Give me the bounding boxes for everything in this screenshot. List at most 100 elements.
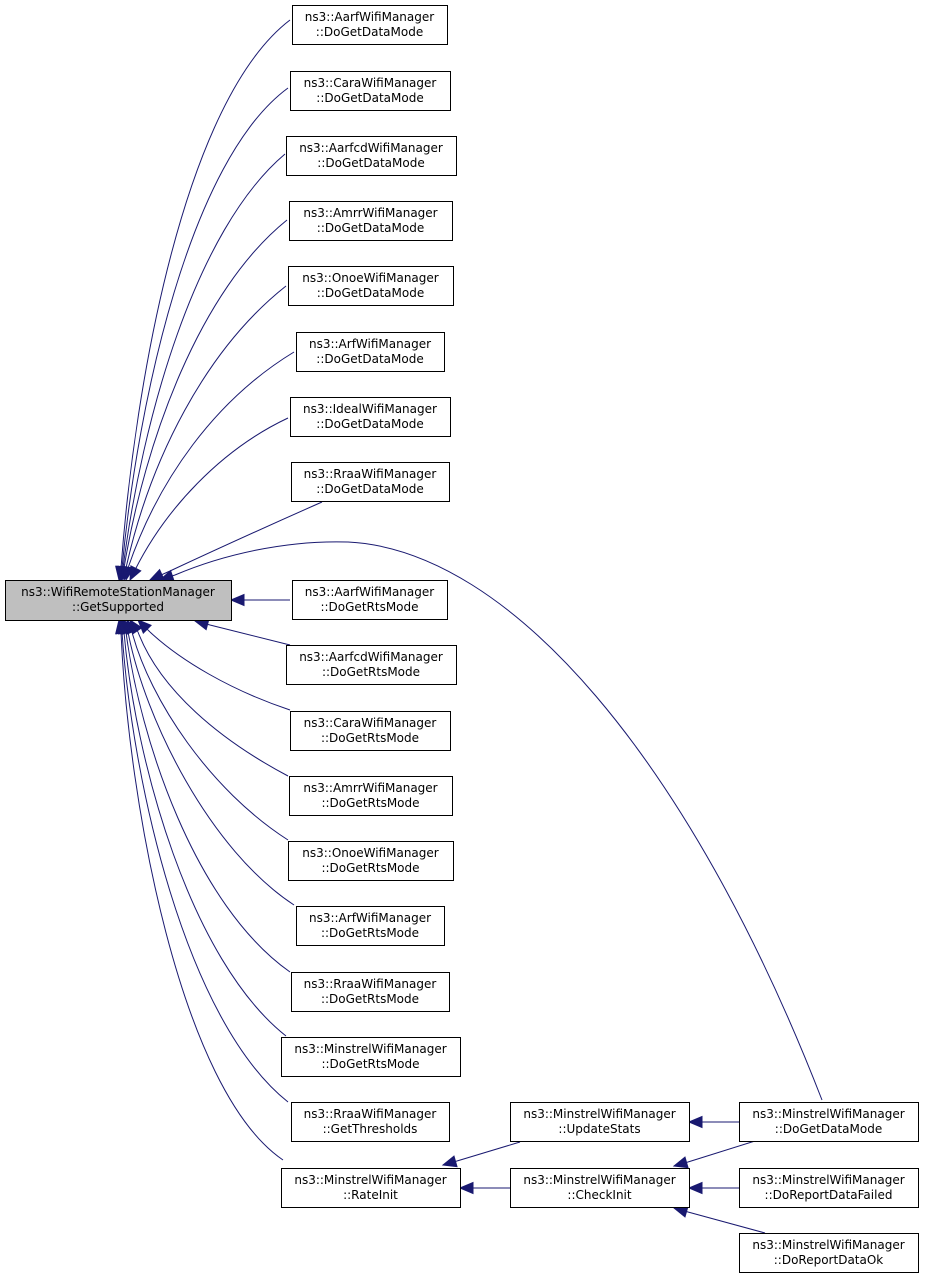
- node-method-label: ::DoGetRtsMode: [321, 861, 419, 875]
- node-class-label: ns3::WifiRemoteStationManager: [21, 585, 215, 599]
- node-rraa-thr[interactable]: ns3::RraaWifiManager::GetThresholds: [291, 1102, 450, 1142]
- edge-aarfcd_rts-to-root: [209, 624, 291, 646]
- node-box: [289, 201, 453, 241]
- node-method-label: ::DoGetDataMode: [316, 482, 423, 496]
- node-method-label: ::DoGetRtsMode: [321, 1057, 419, 1071]
- node-class-label: ns3::ArfWifiManager: [309, 911, 431, 925]
- edge-minstrel_data-to-minstrel_check: [687, 1140, 756, 1163]
- node-minstrel-rateinit[interactable]: ns3::MinstrelWifiManager::RateInit: [281, 1168, 461, 1208]
- node-class-label: ns3::MinstrelWifiManager: [523, 1107, 675, 1121]
- node-method-label: ::DoGetDataMode: [317, 286, 424, 300]
- edge-rraa_rts-to-root: [125, 631, 291, 973]
- node-method-label: ::DoReportDataFailed: [765, 1188, 893, 1202]
- edge-minstrel_ok-to-minstrel_check: [687, 1211, 766, 1234]
- arrowhead-ideal_data-to-root: [129, 565, 142, 582]
- node-class-label: ns3::AarfWifiManager: [305, 10, 434, 24]
- edge-aarf_data-to-root: [120, 19, 291, 569]
- node-method-label: ::DoGetRtsMode: [322, 665, 420, 679]
- node-method-label: ::DoGetDataMode: [317, 221, 424, 235]
- node-minstrel-update[interactable]: ns3::MinstrelWifiManager::UpdateStats: [510, 1102, 690, 1142]
- node-aarfcd-rts[interactable]: ns3::AarfcdWifiManager::DoGetRtsMode: [286, 645, 457, 685]
- edge-amrr_data-to-root: [123, 219, 288, 569]
- node-box: [286, 645, 457, 685]
- node-box: [5, 580, 232, 621]
- node-class-label: ns3::IdealWifiManager: [303, 402, 437, 416]
- node-class-label: ns3::OnoeWifiManager: [302, 271, 439, 285]
- node-aarfcd-data[interactable]: ns3::AarfcdWifiManager::DoGetDataMode: [286, 136, 457, 176]
- node-minstrel-check[interactable]: ns3::MinstrelWifiManager::CheckInit: [510, 1168, 690, 1208]
- node-box: [290, 397, 451, 437]
- edge-tail-minstrel_data-to-root: [159, 574, 176, 581]
- node-box: [281, 1168, 461, 1208]
- node-aarf-data[interactable]: ns3::AarfWifiManager::DoGetDataMode: [292, 5, 448, 45]
- node-minstrel-failed[interactable]: ns3::MinstrelWifiManager::DoReportDataFa…: [739, 1168, 919, 1208]
- edge-tail-minstrel_data-to-minstrel_check: [673, 1161, 689, 1167]
- node-box: [288, 266, 454, 306]
- node-cara-rts[interactable]: ns3::CaraWifiManager::DoGetRtsMode: [290, 711, 451, 751]
- node-onoe-rts[interactable]: ns3::OnoeWifiManager::DoGetRtsMode: [288, 841, 454, 881]
- node-box: [286, 136, 457, 176]
- node-method-label: ::DoGetDataMode: [775, 1122, 882, 1136]
- nodes-layer: ns3::WifiRemoteStationManager::GetSuppor…: [5, 5, 919, 1273]
- node-method-label: ::DoGetDataMode: [317, 156, 424, 170]
- node-minstrel-rts[interactable]: ns3::MinstrelWifiManager::DoGetRtsMode: [281, 1037, 461, 1077]
- node-box: [292, 580, 448, 620]
- node-aarf-rts[interactable]: ns3::AarfWifiManager::DoGetRtsMode: [292, 580, 448, 620]
- edge-tail-minstrel_ok-to-minstrel_check: [673, 1207, 689, 1213]
- node-class-label: ns3::AarfcdWifiManager: [299, 650, 443, 664]
- node-minstrel-data[interactable]: ns3::MinstrelWifiManager::DoGetDataMode: [739, 1102, 919, 1142]
- node-box: [739, 1102, 919, 1142]
- node-box: [739, 1233, 919, 1273]
- edge-ideal_data-to-root: [134, 417, 289, 571]
- edge-onoe_rts-to-root: [131, 631, 289, 841]
- node-method-label: ::DoGetRtsMode: [321, 796, 419, 810]
- edge-cara_rts-to-root: [149, 631, 291, 711]
- node-class-label: ns3::RraaWifiManager: [304, 467, 437, 481]
- node-method-label: ::GetThresholds: [323, 1122, 418, 1136]
- edge-tail-minstrel_rateinit-to-root: [118, 619, 122, 633]
- edge-rraa_thr-to-root: [121, 631, 289, 1103]
- node-minstrel-ok[interactable]: ns3::MinstrelWifiManager::DoReportDataOk: [739, 1233, 919, 1273]
- edge-cara_data-to-root: [121, 87, 289, 569]
- node-root[interactable]: ns3::WifiRemoteStationManager::GetSuppor…: [5, 580, 232, 621]
- node-method-label: ::UpdateStats: [558, 1122, 640, 1136]
- node-class-label: ns3::OnoeWifiManager: [302, 846, 439, 860]
- node-class-label: ns3::AarfcdWifiManager: [299, 141, 443, 155]
- node-method-label: ::DoGetDataMode: [316, 417, 423, 431]
- node-amrr-data[interactable]: ns3::AmrrWifiManager::DoGetDataMode: [289, 201, 453, 241]
- node-box: [281, 1037, 461, 1077]
- node-arf-data[interactable]: ns3::ArfWifiManager::DoGetDataMode: [296, 332, 445, 372]
- edge-minstrel_rts-to-root: [123, 631, 287, 1037]
- edge-tail-rraa_data-to-root: [149, 570, 171, 581]
- node-method-label: ::DoGetRtsMode: [320, 600, 418, 614]
- node-method-label: ::DoGetRtsMode: [321, 926, 419, 940]
- edge-tail-minstrel_update-to-minstrel_rateinit: [442, 1160, 458, 1166]
- node-arf-rts[interactable]: ns3::ArfWifiManager::DoGetRtsMode: [296, 906, 445, 946]
- edge-tail-cara_rts-to-root: [137, 619, 151, 633]
- edge-aarfcd_data-to-root: [122, 153, 286, 569]
- node-class-label: ns3::MinstrelWifiManager: [294, 1042, 446, 1056]
- node-onoe-data[interactable]: ns3::OnoeWifiManager::DoGetDataMode: [288, 266, 454, 306]
- node-class-label: ns3::CaraWifiManager: [304, 76, 437, 90]
- node-rraa-data[interactable]: ns3::RraaWifiManager::DoGetDataMode: [291, 462, 450, 502]
- node-class-label: ns3::CaraWifiManager: [304, 716, 437, 730]
- arrowhead-minstrel_rateinit-to-root: [115, 618, 128, 635]
- node-method-label: ::CheckInit: [567, 1188, 631, 1202]
- node-box: [290, 71, 451, 111]
- node-method-label: ::RateInit: [343, 1188, 398, 1202]
- node-box: [292, 5, 448, 45]
- node-class-label: ns3::RraaWifiManager: [304, 1107, 437, 1121]
- node-rraa-rts[interactable]: ns3::RraaWifiManager::DoGetRtsMode: [291, 972, 450, 1012]
- node-class-label: ns3::MinstrelWifiManager: [294, 1173, 446, 1187]
- node-cara-data[interactable]: ns3::CaraWifiManager::DoGetDataMode: [290, 71, 451, 111]
- node-ideal-data[interactable]: ns3::IdealWifiManager::DoGetDataMode: [290, 397, 451, 437]
- node-method-label: ::DoReportDataOk: [774, 1253, 884, 1267]
- node-class-label: ns3::MinstrelWifiManager: [752, 1173, 904, 1187]
- node-class-label: ns3::MinstrelWifiManager: [752, 1107, 904, 1121]
- edge-minstrel_data-to-root: [174, 541, 823, 1101]
- node-class-label: ns3::AmrrWifiManager: [303, 781, 437, 795]
- node-box: [296, 332, 445, 372]
- node-method-label: ::GetSupported: [72, 600, 164, 614]
- node-box: [510, 1168, 690, 1208]
- node-amrr-rts[interactable]: ns3::AmrrWifiManager::DoGetRtsMode: [289, 776, 453, 816]
